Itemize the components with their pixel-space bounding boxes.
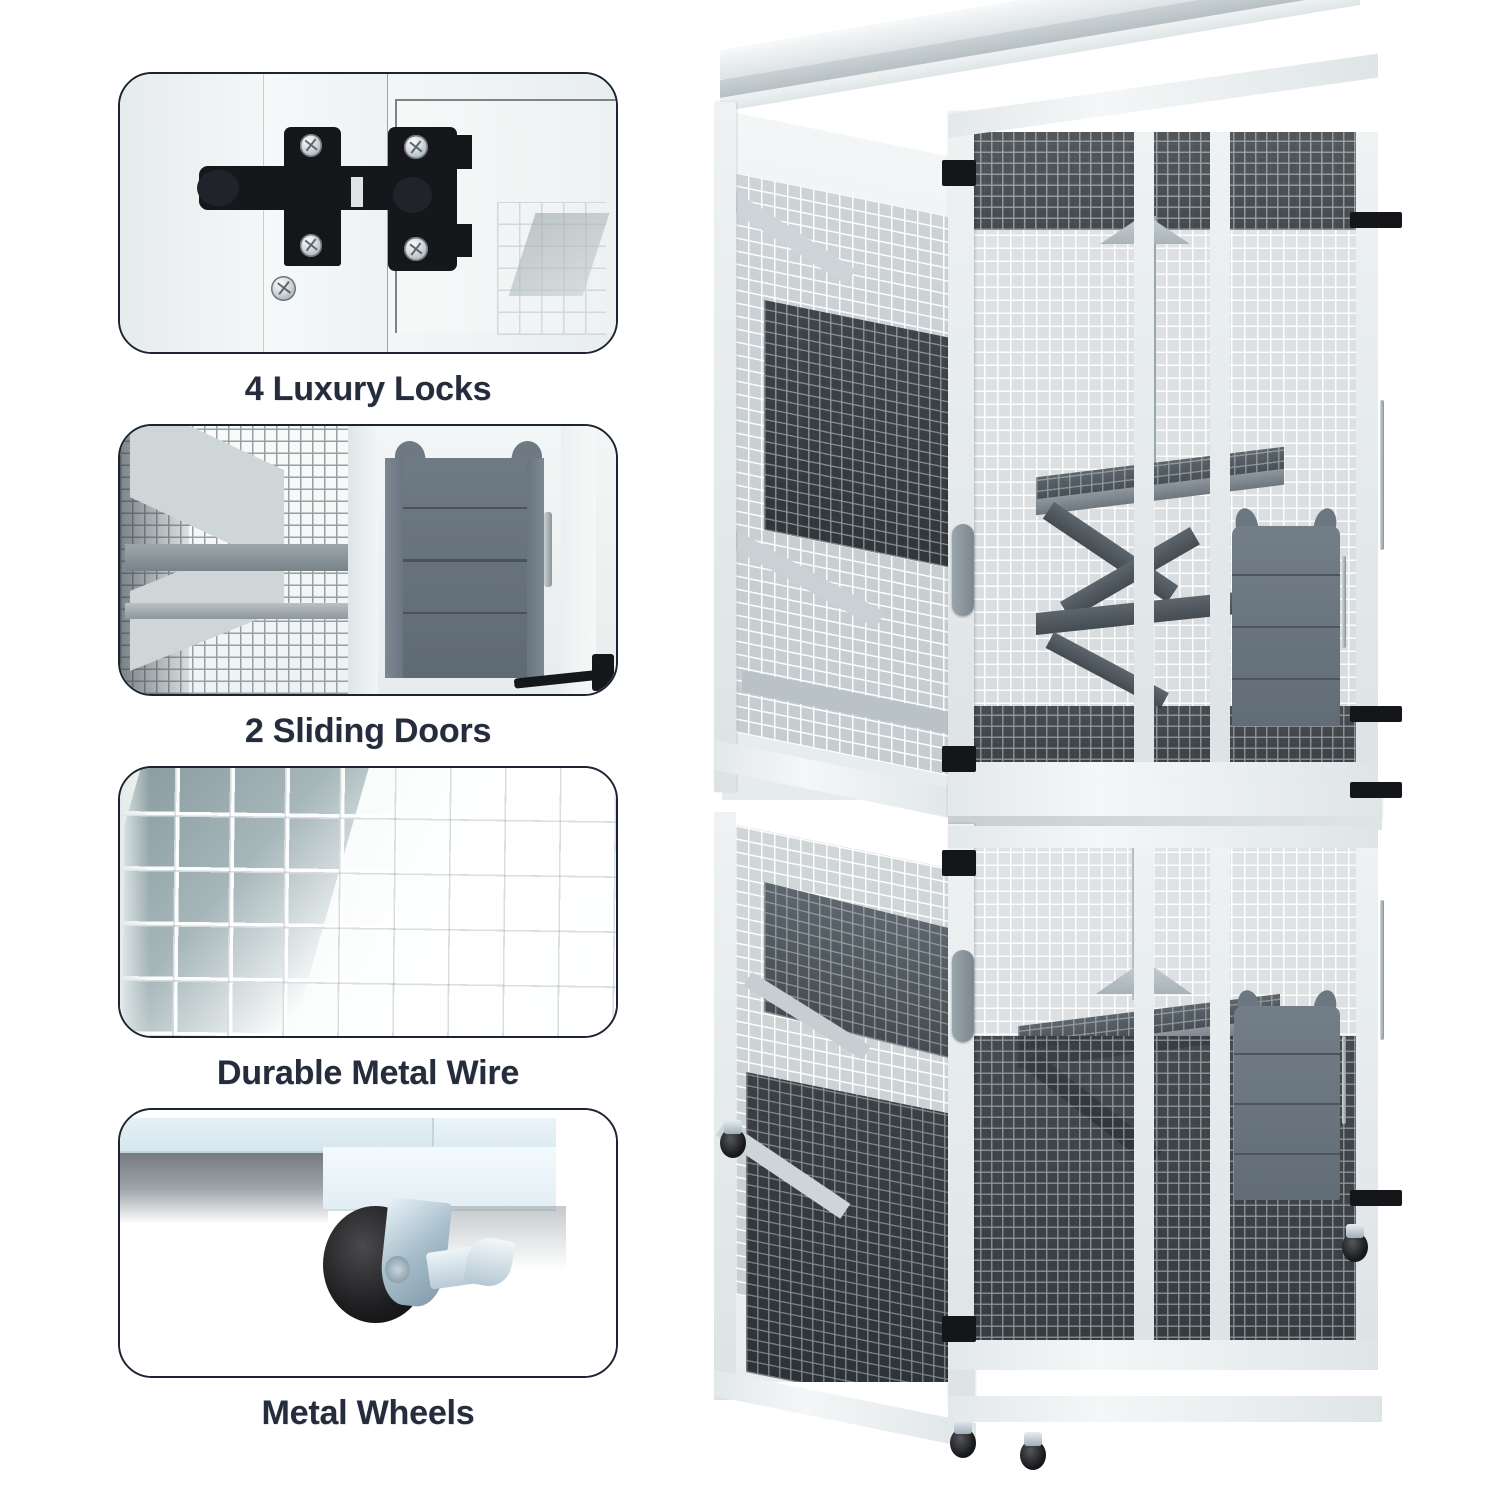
cabinet-base-board (323, 1147, 557, 1212)
latch-gap (350, 176, 363, 208)
lower-cat-door[interactable] (1234, 1006, 1340, 1200)
cabinet-board-top-right (432, 1117, 557, 1153)
base-rail-front (948, 1396, 1382, 1422)
door-plank-line (385, 611, 545, 615)
upper-cat-door[interactable] (1232, 526, 1340, 726)
hinge-icon (1350, 212, 1402, 228)
product-photo (660, 0, 1500, 1500)
upper-front-left-post (948, 112, 974, 802)
lower-front-mid-post (1134, 840, 1154, 1360)
feature-panel-list: 4 Luxury Locks (0, 0, 660, 1500)
door-slide-rail-left (385, 458, 403, 678)
upper-front-right-post (1356, 132, 1378, 782)
upper-back-wall-mesh (958, 132, 1370, 230)
mid-divider-front (948, 782, 1382, 816)
latch-notch-bottom (452, 224, 473, 258)
feature-label-metal-wheels: Metal Wheels (261, 1394, 475, 1432)
caster-wheel-icon (1342, 1224, 1368, 1262)
frame-post-center (348, 426, 378, 694)
lower-top-rail (948, 826, 1378, 848)
feature-label-sliding-doors: 2 Sliding Doors (244, 712, 492, 750)
metal-wheels-thumbnail (118, 1108, 618, 1378)
screw-icon (299, 233, 323, 257)
upper-top-rail (948, 53, 1378, 138)
screw-icon (271, 275, 297, 301)
door-slide-rail-right (526, 458, 545, 678)
upper-front-mid-post (1134, 132, 1154, 782)
cabinet-shadow (120, 1144, 329, 1225)
sliding-doors-thumbnail (118, 424, 618, 696)
hinge-icon (1350, 706, 1402, 722)
lower-door-handle[interactable] (952, 950, 974, 1042)
door-panel-left (120, 74, 264, 352)
caster-wheel-icon (950, 1420, 976, 1458)
luxury-locks-thumbnail (118, 72, 618, 354)
hinge-icon (942, 1316, 976, 1342)
feature-label-luxury-locks: 4 Luxury Locks (244, 370, 492, 408)
feature-card-luxury-locks[interactable]: 4 Luxury Locks (118, 72, 618, 409)
hinge-icon (1350, 1190, 1402, 1206)
upper-cat-door-latch-icon[interactable] (1342, 556, 1346, 648)
feature-card-durable-metal-wire[interactable]: Durable Metal Wire (118, 766, 618, 1093)
feature-card-metal-wheels[interactable]: Metal Wheels (118, 1108, 618, 1433)
lower-bottom-rail (948, 1340, 1378, 1370)
latch-pivot-icon (392, 176, 433, 213)
feature-label-durable-metal-wire: Durable Metal Wire (216, 1054, 520, 1092)
upper-front-mid-post-2 (1210, 132, 1230, 782)
caster-wheel-icon (720, 1120, 746, 1158)
door-latch-rod-icon[interactable] (544, 511, 552, 587)
platform-rail-lower (124, 602, 354, 619)
caster-wheel-icon (1020, 1432, 1046, 1470)
wire-grid-lines (120, 768, 616, 1036)
sliding-cat-door[interactable] (385, 458, 545, 678)
hinge-icon (942, 850, 976, 876)
lower-left-floor-mesh (746, 1072, 972, 1382)
lower-front-mid-post-2 (1210, 840, 1230, 1360)
lower-front-left-post (948, 824, 974, 1404)
hinge-icon (1350, 782, 1402, 798)
hinge-icon (942, 160, 976, 186)
lower-door-latch-rod-icon[interactable] (1380, 900, 1384, 1040)
upper-left-panel-mesh (764, 300, 970, 572)
latch-notch-top (452, 135, 473, 169)
hinge-icon (514, 653, 614, 692)
door-plank-line (385, 559, 545, 562)
wire-left-edge (120, 768, 150, 1036)
feature-card-sliding-doors[interactable]: 2 Sliding Doors (118, 424, 618, 751)
door-plank-line (385, 506, 545, 509)
hinge-icon (942, 746, 976, 772)
screw-icon (403, 135, 428, 160)
frame-post-right (561, 426, 597, 694)
upper-door-handle[interactable] (952, 524, 974, 616)
metal-wire-thumbnail (118, 766, 618, 1038)
front-left-corner-post (714, 102, 736, 792)
platform-rail (124, 543, 354, 571)
wire-grid-highlights (120, 768, 616, 1036)
lower-front-right-post (1356, 840, 1378, 1360)
lower-cat-door-latch-icon[interactable] (1342, 1036, 1346, 1124)
screw-icon (403, 236, 428, 261)
lower-left-side-wall (722, 822, 972, 1382)
screw-icon (299, 133, 323, 157)
latch-knob-icon (196, 169, 240, 207)
upper-door-latch-rod-icon[interactable] (1380, 400, 1384, 550)
lower-left-corner-post (714, 812, 736, 1400)
caster-hub-icon (385, 1256, 411, 1283)
cat-cage-illustration (690, 0, 1450, 1470)
upper-left-side-wall (722, 110, 970, 800)
